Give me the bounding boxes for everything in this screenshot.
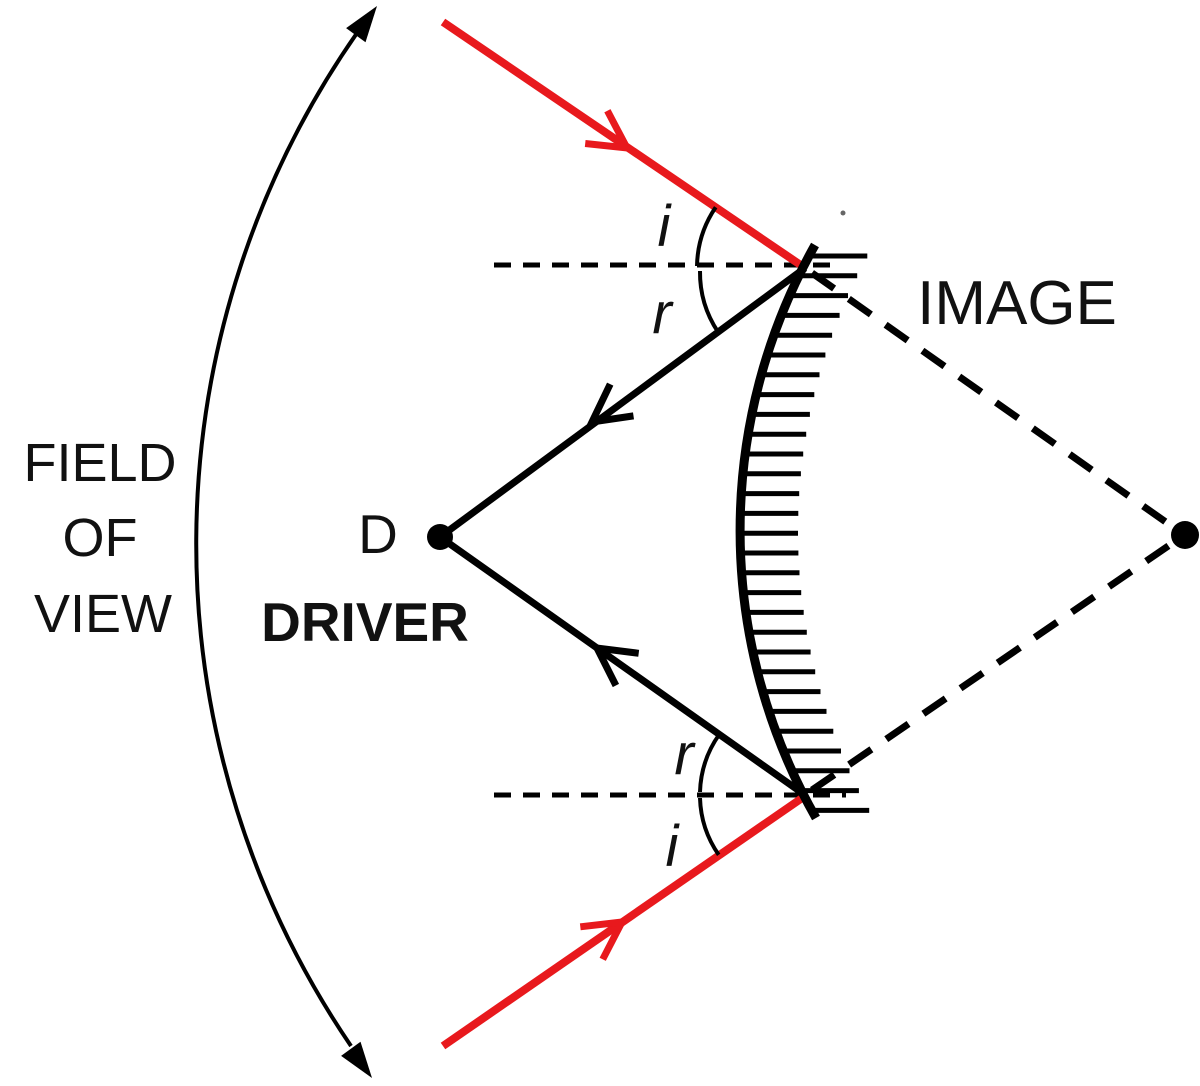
convex-mirror-surface [735, 242, 820, 821]
angle-arc-r-bottom [698, 733, 721, 793]
field-of-view-label-line2: OF [63, 508, 138, 568]
field-of-view-arc-line [194, 31, 359, 1048]
incident-ray-bottom-arrow-icon [579, 917, 629, 961]
incident-ray-top-arrow-icon [584, 109, 634, 153]
reflected-ray-top [437, 265, 808, 540]
angle-i-top-label: i [658, 194, 673, 259]
image-construction-line-bottom [810, 535, 1182, 793]
angle-arc-i-bottom [698, 797, 721, 856]
speck-artifact [840, 210, 846, 216]
angle-r-bottom-label: r [674, 722, 696, 787]
image-point-dot [1171, 521, 1199, 549]
image-label: IMAGE [917, 269, 1117, 338]
field-of-view-label-line3: VIEW [34, 584, 172, 644]
angle-arc-i-top [695, 206, 718, 267]
driver-point-label: D [358, 503, 398, 565]
image-construction-line-top [809, 270, 1183, 535]
angle-arcs [695, 206, 721, 856]
angle-r-top-label: r [652, 281, 674, 346]
driver-label: DRIVER [261, 591, 469, 653]
angle-arc-r-top [697, 270, 720, 334]
incident-rays [440, 18, 808, 1050]
driver-point-dot [427, 524, 453, 550]
angle-i-bottom-label: i [666, 814, 681, 879]
reflected-ray-bottom-arrow-icon [590, 643, 640, 688]
field-of-view-arc [194, 6, 377, 1078]
arc-arrowhead-bottom-icon [341, 1041, 372, 1078]
reflected-rays [437, 265, 808, 798]
mirror-hatching [742, 253, 870, 813]
arc-arrowhead-top-icon [346, 6, 377, 43]
reflected-ray-top-arrow-icon [585, 382, 635, 427]
reflected-ray-bottom [437, 534, 808, 798]
field-of-view-label-line1: FIELD [23, 433, 176, 493]
